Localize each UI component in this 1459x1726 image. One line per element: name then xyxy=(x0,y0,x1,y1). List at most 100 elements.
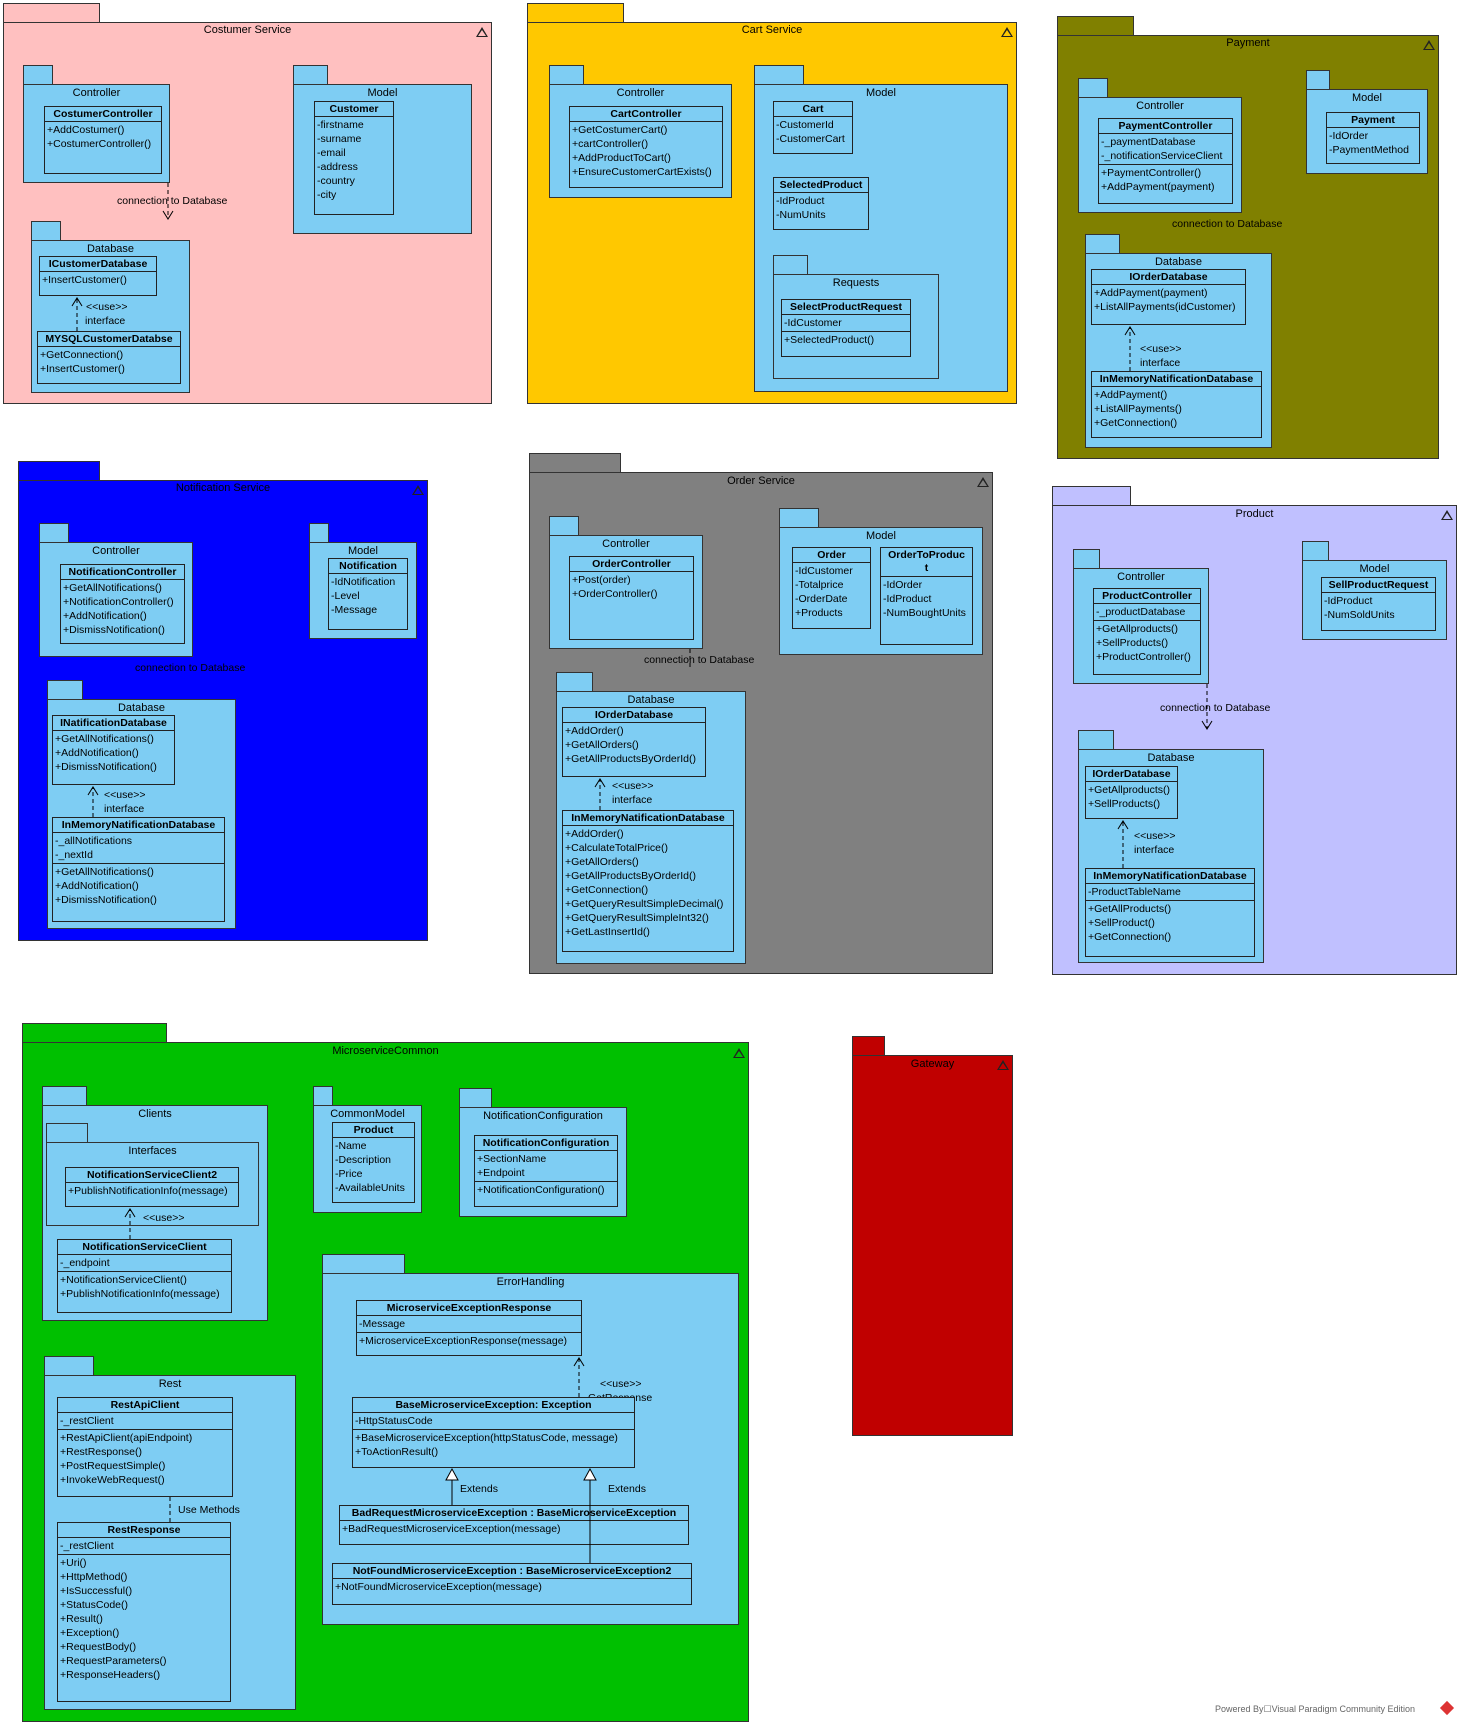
operation: +GetAllproducts() xyxy=(1096,623,1178,635)
operation: +GetAllProductsByOrderId() xyxy=(565,753,697,765)
class-name: CartController xyxy=(570,107,722,122)
cart-class[interactable]: Cart -CustomerId -CustomerCart xyxy=(773,101,853,154)
subpackage-tab xyxy=(46,1123,88,1143)
package-collapse-icon[interactable] xyxy=(412,485,424,495)
package-title: Gateway xyxy=(910,1058,955,1070)
class-name: ProductController xyxy=(1094,589,1200,604)
attribute: -_notificationServiceClient xyxy=(1101,150,1223,162)
operation: +Result() xyxy=(60,1613,103,1625)
subpackage-title: Database xyxy=(117,702,166,714)
package-collapse-icon[interactable] xyxy=(1001,27,1013,37)
operation: +NotificationController() xyxy=(63,596,174,608)
inmemory-database-class[interactable]: InMemoryNatificationDatabase +AddPayment… xyxy=(1091,371,1262,438)
selectedproduct-class[interactable]: SelectedProduct -IdProduct -NumUnits xyxy=(773,177,869,230)
order-controller-class[interactable]: OrderController +Post(order) +OrderContr… xyxy=(569,556,694,640)
attribute: -Message xyxy=(359,1318,406,1330)
costumer-controller-class[interactable]: CostumerController +AddCostumer() +Costu… xyxy=(44,106,162,174)
operations: +MicroserviceExceptionResponse(message) xyxy=(357,1333,581,1349)
subpackage-tab xyxy=(1078,730,1114,750)
attribute: -_productDatabase xyxy=(1096,606,1186,618)
basemicroserviceexception-class[interactable]: BaseMicroserviceException: Exception -Ht… xyxy=(352,1397,635,1468)
notificationserviceclient2-interface[interactable]: NotificationServiceClient2 +PublishNotif… xyxy=(65,1167,239,1207)
operation: +AddNotification() xyxy=(55,880,139,892)
inatificationdatabase-interface[interactable]: INatificationDatabase +GetAllNotificatio… xyxy=(52,715,175,785)
notfoundmicroserviceexception-class[interactable]: NotFoundMicroserviceException : BaseMicr… xyxy=(332,1563,692,1605)
subpackage-tab xyxy=(309,523,329,543)
connection-label: connection to Database xyxy=(117,195,228,207)
attribute: -IdProduct xyxy=(883,593,932,605)
interface-label: interface xyxy=(1134,844,1175,856)
package-collapse-icon[interactable] xyxy=(476,27,488,37)
subpackage-tab xyxy=(556,672,593,692)
attribute: +Endpoint xyxy=(477,1167,525,1179)
interface-label: interface xyxy=(85,315,126,327)
iorderdatabase-interface[interactable]: IOrderDatabase +AddPayment(payment) +Lis… xyxy=(1091,269,1246,325)
payment-class[interactable]: Payment -IdOrder -PaymentMethod xyxy=(1326,112,1420,164)
restresponse-class[interactable]: RestResponse -_restClient +Uri() +HttpMe… xyxy=(57,1522,231,1702)
inmemory-database-class[interactable]: InMemoryNatificationDatabase +AddOrder()… xyxy=(562,810,734,952)
package-collapse-icon[interactable] xyxy=(733,1048,745,1058)
notification-controller-class[interactable]: NotificationController +GetAllNotificati… xyxy=(60,564,185,644)
selectproductrequest-class[interactable]: SelectProductRequest -IdCustomer +Select… xyxy=(781,299,911,357)
customer-class[interactable]: Customer -firstname -surname -email -add… xyxy=(314,101,394,215)
operations: +Uri() +HttpMethod() +IsSuccessful() +St… xyxy=(58,1555,230,1683)
attributes: +SectionName +Endpoint xyxy=(475,1151,617,1182)
attributes: -IdOrder -PaymentMethod xyxy=(1327,128,1419,158)
operation: +GetAllNotifications() xyxy=(55,733,154,745)
operation: +InsertCustomer() xyxy=(42,274,127,286)
attributes: -HttpStatusCode xyxy=(353,1413,634,1430)
subpackage-title: Interfaces xyxy=(128,1145,177,1157)
operation: +cartController() xyxy=(572,138,649,150)
use-stereotype: <<use>> xyxy=(612,780,654,792)
operation: +NotificationServiceClient() xyxy=(60,1274,187,1286)
icustomerdatabase-interface[interactable]: ICustomerDatabase +InsertCustomer() xyxy=(39,256,157,296)
iorderdatabase-interface[interactable]: IOrderDatabase +AddOrder() +GetAllOrders… xyxy=(562,707,706,777)
attribute: -_restClient xyxy=(60,1415,114,1427)
notification-class[interactable]: Notification -IdNotification -Level -Mes… xyxy=(328,558,408,630)
class-name: SelectProductRequest xyxy=(782,300,910,315)
connection-label: connection to Database xyxy=(135,662,246,674)
payment-controller-class[interactable]: PaymentController -_paymentDatabase -_no… xyxy=(1098,118,1233,204)
gateway-package[interactable]: Gateway xyxy=(852,1055,1013,1436)
iorderdatabase-interface[interactable]: IOrderDatabase +GetAllproducts() +SellPr… xyxy=(1085,766,1178,819)
package-title: Order Service xyxy=(727,475,795,487)
subpackage-title: Controller xyxy=(92,545,140,557)
notificationserviceclient-class[interactable]: NotificationServiceClient -_endpoint +No… xyxy=(57,1239,232,1313)
attributes: -_paymentDatabase -_notificationServiceC… xyxy=(1099,134,1232,165)
attributes: -CustomerId -CustomerCart xyxy=(774,117,852,147)
subpackage-title: Model xyxy=(866,87,896,99)
operation: +EnsureCustomerCartExists() xyxy=(572,166,712,178)
package-collapse-icon[interactable] xyxy=(977,477,989,487)
interface-label: interface xyxy=(104,803,145,815)
attribute: -_allNotifications xyxy=(55,835,133,847)
inmemory-database-class[interactable]: InMemoryNatificationDatabase -ProductTab… xyxy=(1085,868,1255,957)
operation: +ListAllPayments(idCustomer) xyxy=(1094,301,1236,313)
notificationconfiguration-class[interactable]: NotificationConfiguration +SectionName +… xyxy=(474,1135,618,1207)
attribute: -country xyxy=(317,175,355,187)
subpackage-title: Controller xyxy=(616,87,665,99)
subpackage-title: ErrorHandling xyxy=(496,1276,565,1288)
mysqlcustomerdatabse-class[interactable]: MYSQLCustomerDatabse +GetConnection() +I… xyxy=(37,331,181,384)
product-class[interactable]: Product -Name -Description -Price -Avail… xyxy=(332,1122,415,1203)
attributes: -_allNotifications -_nextId xyxy=(53,833,224,864)
inmemory-database-class[interactable]: InMemoryNatificationDatabase -_allNotifi… xyxy=(52,817,225,922)
package-collapse-icon[interactable] xyxy=(1441,510,1453,520)
attributes: -IdNotification -Level -Message xyxy=(329,574,407,618)
package-collapse-icon[interactable] xyxy=(997,1060,1009,1070)
cart-controller-class[interactable]: CartController +GetCostumerCart() +cartC… xyxy=(569,106,723,188)
microserviceexceptionresponse-class[interactable]: MicroserviceExceptionResponse -Message +… xyxy=(356,1300,582,1356)
sellproductrequest-class[interactable]: SellProductRequest -IdProduct -NumSoldUn… xyxy=(1321,577,1436,631)
order-class[interactable]: Order -IdCustomer -Totalprice -OrderDate… xyxy=(792,547,871,629)
badrequestmicroserviceexception-class[interactable]: BadRequestMicroserviceException : BaseMi… xyxy=(339,1505,689,1545)
package-collapse-icon[interactable] xyxy=(1423,40,1435,50)
package-title: Costumer Service xyxy=(203,24,292,36)
operation: +MicroserviceExceptionResponse(message) xyxy=(359,1335,568,1347)
operations: +GetAllNotifications() +NotificationCont… xyxy=(61,580,184,638)
restapiclient-class[interactable]: RestApiClient -_restClient +RestApiClien… xyxy=(57,1397,233,1497)
attribute: -IdProduct xyxy=(776,195,825,207)
attribute: -NumUnits xyxy=(776,209,826,221)
operation: +GetCostumerCart() xyxy=(572,124,668,136)
attributes: -IdCustomer xyxy=(782,315,910,332)
product-controller-class[interactable]: ProductController -_productDatabase +Get… xyxy=(1093,588,1201,675)
